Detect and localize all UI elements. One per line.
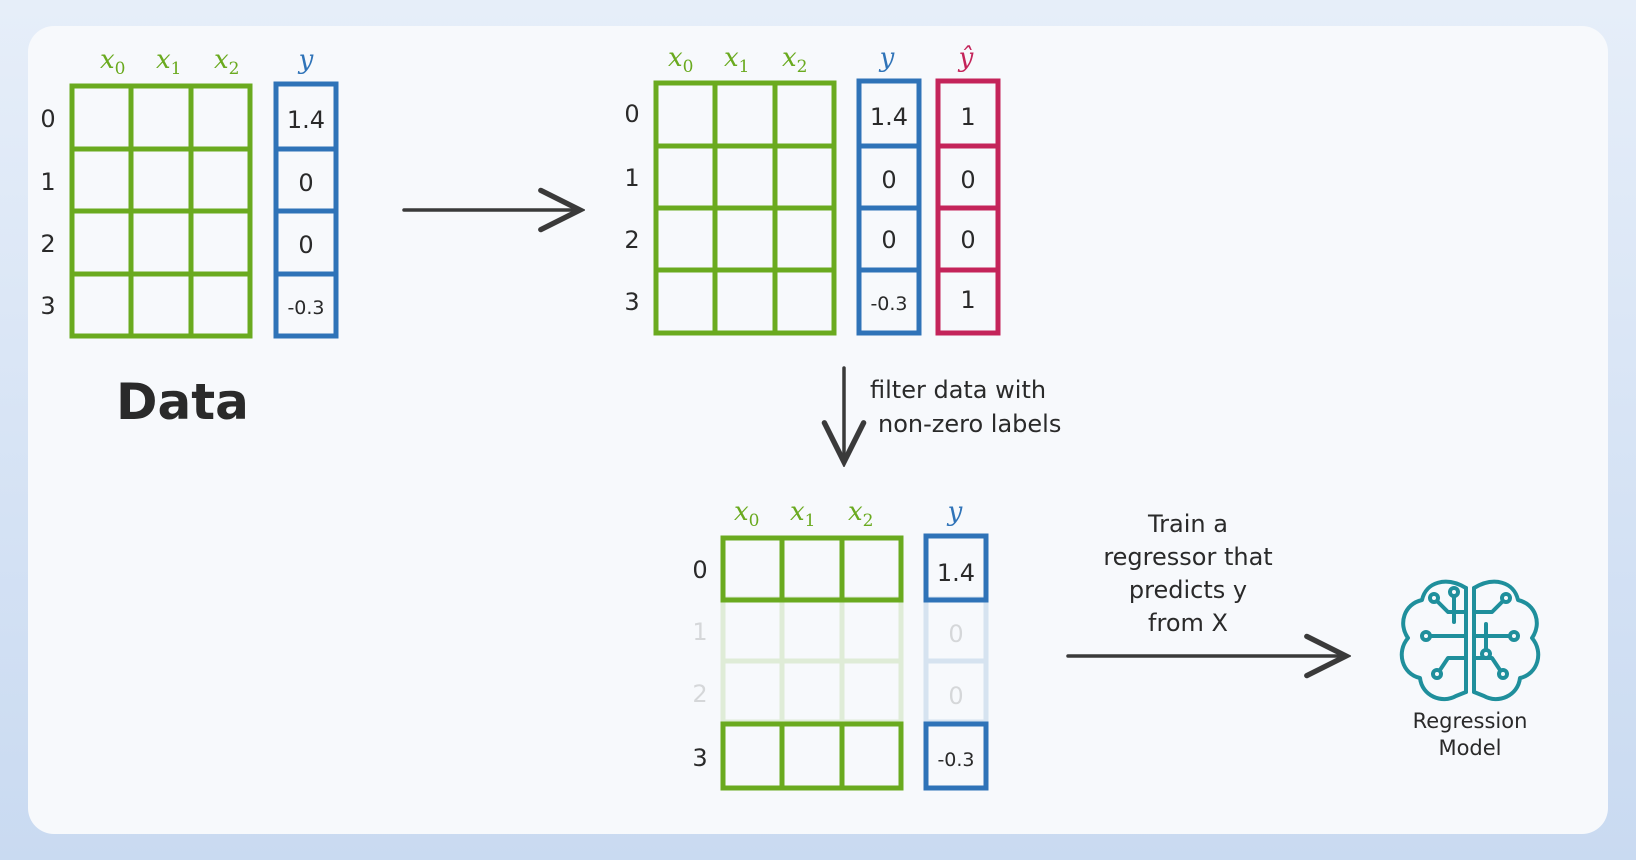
header-x0: x0: [100, 45, 126, 79]
train-label-line4: from X: [1148, 609, 1228, 637]
row-label-1: 1: [40, 168, 55, 196]
row-label-0: 0: [692, 556, 707, 584]
train-label-line2: regressor that: [1103, 543, 1272, 571]
target-column: [856, 78, 922, 336]
y-value-3: -0.3: [937, 749, 974, 771]
header-y: y: [947, 497, 963, 527]
filtered-table: x0 x1 x2 y 1 2 0 0 0: [692, 497, 989, 791]
row-label-3: 3: [624, 288, 639, 316]
row-label-2: 2: [40, 230, 55, 258]
row-label-2: 2: [624, 226, 639, 254]
header-x0: x0: [734, 497, 760, 531]
y-value-2: 0: [298, 231, 313, 259]
filter-label-line1: filter data with: [870, 376, 1046, 404]
y-value-3: -0.3: [287, 297, 324, 319]
header-x2: x2: [848, 497, 874, 531]
row-label-1: 1: [624, 164, 639, 192]
header-yhat: ŷ: [958, 43, 974, 73]
row-label-1: 1: [692, 618, 707, 646]
y-value-1: 0: [298, 169, 313, 197]
header-x0: x0: [668, 43, 694, 77]
brain-circuit-icon: [1399, 579, 1541, 702]
row-label-3: 3: [692, 744, 707, 772]
diagram-canvas: x0 x1 x2 y 0 1 2 3 1.4 0 0 -0.3 Data: [28, 26, 1608, 834]
y-value-3: -0.3: [870, 293, 907, 315]
header-x2: x2: [782, 43, 808, 77]
target-column: [273, 81, 339, 339]
yhat-value-1: 0: [960, 166, 975, 194]
y-value-0: 1.4: [870, 103, 908, 131]
kept-y-cell-3: [923, 721, 989, 791]
y-value-2: 0: [948, 682, 963, 710]
yhat-value-2: 0: [960, 226, 975, 254]
header-x1: x1: [156, 45, 182, 79]
data-title: Data: [116, 373, 249, 431]
y-value-1: 0: [948, 620, 963, 648]
kept-row-0: [720, 535, 904, 603]
yhat-value-3: 1: [960, 286, 975, 314]
data-table: x0 x1 x2 y 0 1 2 3 1.4 0 0 -0.3 Data: [40, 45, 339, 431]
header-y: y: [298, 45, 314, 75]
y-value-2: 0: [881, 226, 896, 254]
row-label-0: 0: [624, 100, 639, 128]
yhat-value-0: 1: [960, 103, 975, 131]
model-label-line1: Regression: [1413, 709, 1528, 733]
header-x1: x1: [790, 497, 816, 531]
feature-grid: [653, 80, 837, 336]
pipeline-diagram: x0 x1 x2 y 0 1 2 3 1.4 0 0 -0.3 Data: [40, 43, 1541, 791]
predicted-table: x0 x1 x2 y ŷ 0 1 2 3 1.4 0 0 -0.3: [624, 43, 1001, 336]
kept-row-3: [720, 721, 904, 791]
y-value-1: 0: [881, 166, 896, 194]
train-label-line1: Train a: [1147, 510, 1228, 538]
faded-rows: 1 2 0 0: [692, 596, 989, 725]
prediction-column: [935, 78, 1001, 336]
kept-y-cell-0: [923, 533, 989, 603]
row-label-3: 3: [40, 292, 55, 320]
filter-label-line2: non-zero labels: [878, 410, 1061, 438]
feature-grid: [69, 83, 253, 339]
header-y: y: [879, 43, 895, 73]
y-value-0: 1.4: [937, 559, 975, 587]
train-label-line3: predicts y: [1129, 576, 1247, 604]
header-x2: x2: [214, 45, 240, 79]
y-value-0: 1.4: [287, 106, 325, 134]
row-label-2: 2: [692, 680, 707, 708]
model-label-line2: Model: [1438, 736, 1501, 760]
header-x1: x1: [724, 43, 750, 77]
row-label-0: 0: [40, 105, 55, 133]
